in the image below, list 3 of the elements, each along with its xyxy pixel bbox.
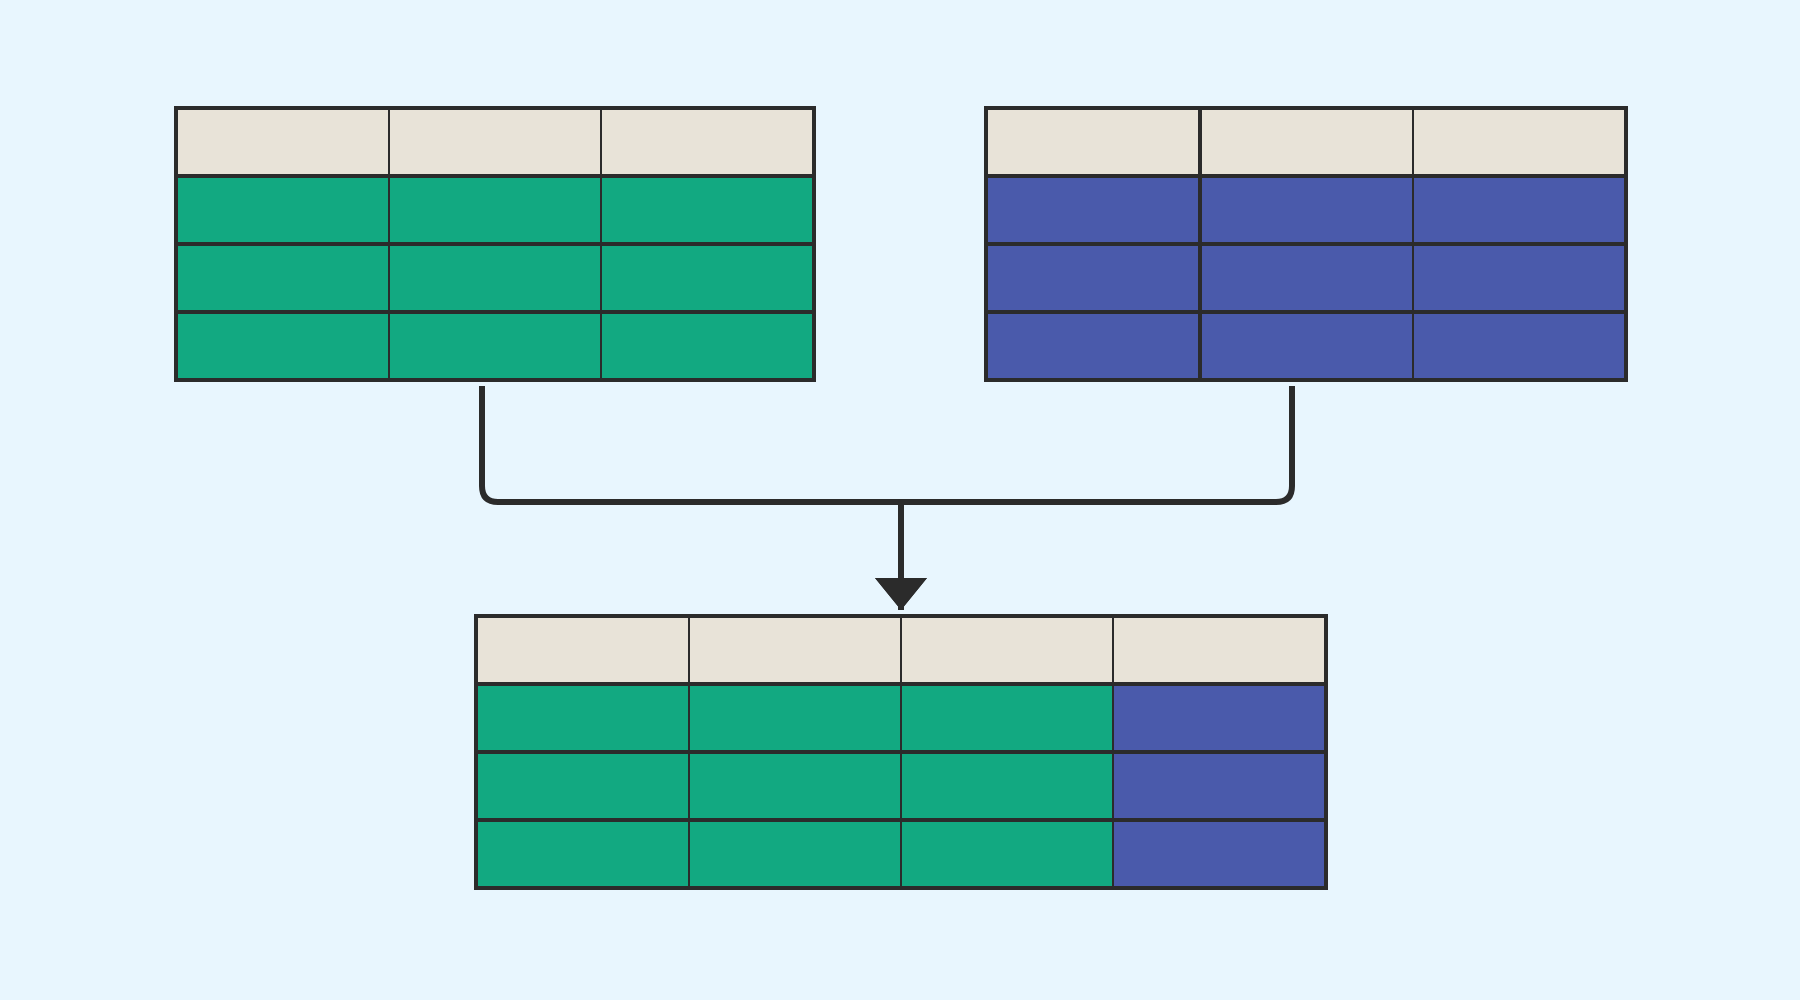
table-drawing	[984, 106, 1628, 382]
table-drawing	[174, 106, 816, 382]
table-drawing	[474, 614, 1328, 890]
